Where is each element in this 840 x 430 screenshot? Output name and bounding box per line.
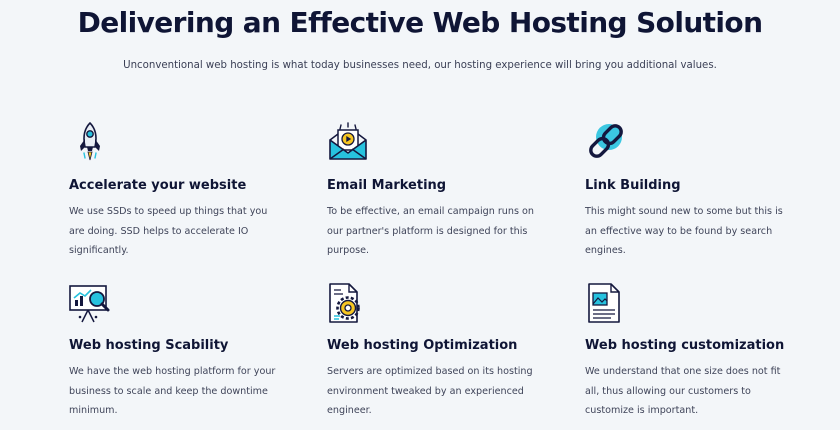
chain-link-icon: [585, 120, 627, 162]
feature-title: Email Marketing: [327, 178, 447, 193]
page-subtitle: Unconventional web hosting is what today…: [123, 60, 717, 71]
feature-title: Accelerate your website: [69, 178, 247, 193]
feature-description: We understand that one size does not fit…: [585, 366, 781, 416]
email-envelope-icon: [327, 120, 369, 162]
feature-title: Web hosting Optimization: [327, 338, 518, 353]
feature-description: We have the web hosting platform for you…: [69, 366, 276, 416]
feature-title: Link Building: [585, 178, 681, 193]
feature-description: To be effective, an email campaign runs …: [327, 206, 534, 256]
feature-description: This might sound new to some but this is…: [585, 206, 783, 256]
rocket-icon: [69, 120, 111, 162]
feature-title: Web hosting Scability: [69, 338, 229, 353]
document-image-icon: [585, 282, 627, 324]
feature-description: We use SSDs to speed up things that you …: [69, 206, 268, 256]
feature-title: Web hosting customization: [585, 338, 785, 353]
page-title: Delivering an Effective Web Hosting Solu…: [77, 6, 763, 39]
chart-magnifier-icon: [69, 282, 111, 324]
document-gear-icon: [327, 282, 369, 324]
feature-description: Servers are optimized based on its hosti…: [327, 366, 533, 416]
